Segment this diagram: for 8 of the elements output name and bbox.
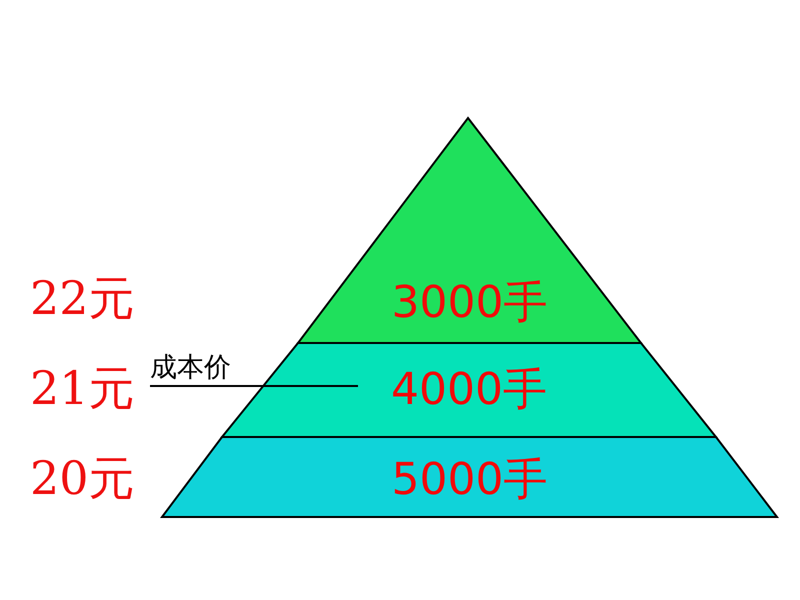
quantity-label: 3000手 bbox=[392, 278, 548, 328]
price-label: 22元 bbox=[30, 272, 135, 324]
price-label: 20元 bbox=[30, 452, 135, 504]
leader-line bbox=[150, 385, 358, 387]
cost-price-label: 成本价 bbox=[150, 352, 231, 384]
price-label: 21元 bbox=[30, 362, 135, 414]
quantity-label: 5000手 bbox=[392, 455, 548, 505]
quantity-label: 4000手 bbox=[391, 365, 547, 415]
